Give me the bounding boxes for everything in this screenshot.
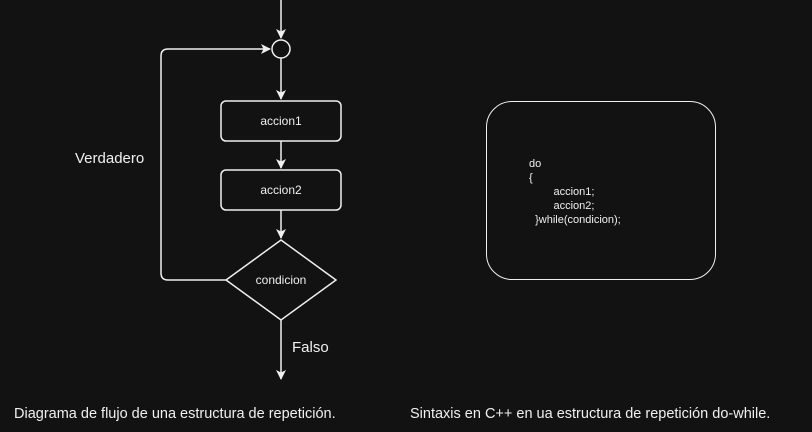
code-line: }while(condicion); [529, 214, 621, 226]
action2-label: accion2 [260, 183, 302, 197]
true-branch-label: Verdadero [75, 150, 144, 167]
code-line: accion1; [529, 186, 595, 198]
action1-label: accion1 [260, 114, 302, 128]
code-caption: Sintaxis en C++ en ua estructura de repe… [410, 406, 771, 422]
loop-back-arrow [160, 44, 271, 281]
code-line: accion2; [529, 200, 595, 212]
code-line: do [529, 158, 542, 170]
flowchart-caption: Diagrama de flujo de una estructura de r… [14, 406, 336, 422]
false-branch-label: Falso [292, 339, 329, 356]
junction-node [271, 39, 291, 59]
condition-label: condicion [256, 273, 307, 287]
code-line: { [529, 172, 533, 184]
code-panel [486, 101, 716, 280]
code-snippet: do { accion1; accion2; }while(condicion)… [529, 157, 621, 227]
